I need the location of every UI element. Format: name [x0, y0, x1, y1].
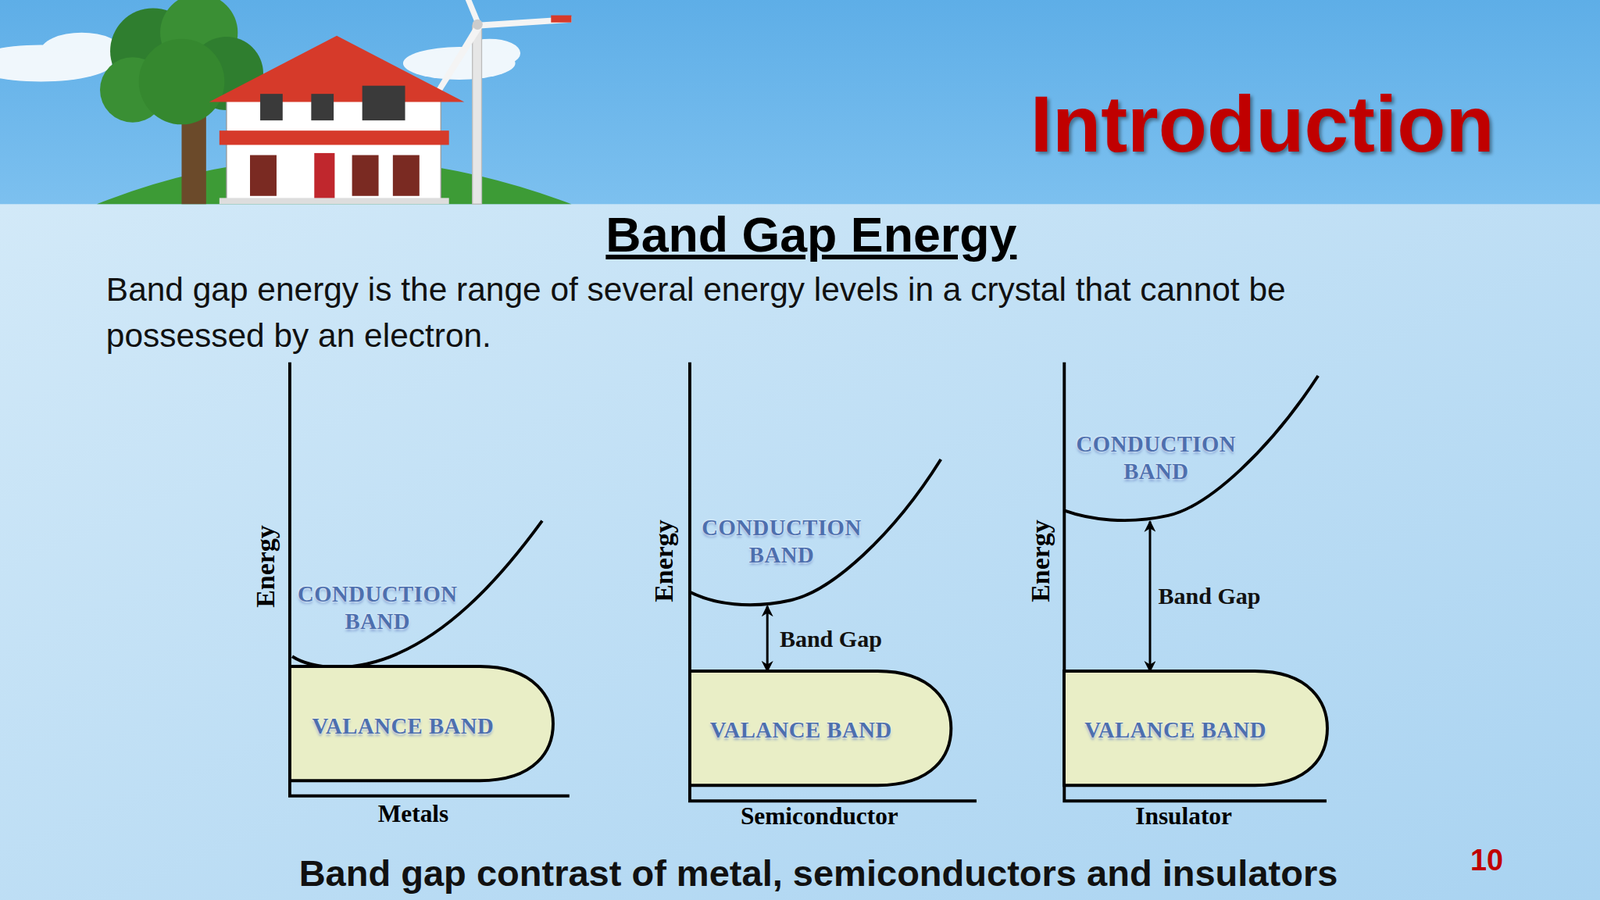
valence-band: VALANCE BAND: [289, 666, 554, 781]
slide-title: Introduction: [1030, 78, 1495, 171]
band-gap-arrow: [1148, 521, 1151, 672]
definition-text: Band gap energy is the range of several …: [106, 267, 1433, 360]
panel-name: Semiconductor: [740, 802, 899, 831]
conduction-band: CONDUCTION BAND: [689, 459, 943, 607]
band-label: VALANCE BAND: [678, 716, 924, 743]
axis-label: Energy: [1025, 520, 1056, 604]
band-label: VALANCE BAND: [1053, 716, 1298, 743]
band-label: CONDUCTION BAND: [290, 580, 465, 635]
section-heading: Band Gap Energy: [605, 206, 1017, 263]
valence-band: VALANCE BAND: [689, 671, 951, 786]
valence-band: VALANCE BAND: [1064, 671, 1328, 786]
band-curve-line: [689, 459, 941, 605]
panel-name: Insulator: [1135, 802, 1233, 831]
band-curve-line: [1064, 375, 1318, 521]
panel-name: Metals: [378, 800, 449, 829]
header-band: [0, 0, 1600, 204]
conduction-band: CONDUCTION BAND: [292, 515, 548, 667]
page-number: 10: [1470, 843, 1504, 878]
axis-label: Energy: [649, 520, 679, 604]
axis-label: Energy: [250, 525, 281, 608]
band-label: CONDUCTION BAND: [694, 514, 868, 568]
edge-label: Band Gap: [1157, 582, 1261, 610]
house: [209, 35, 465, 205]
band-gap-arrow: [766, 606, 769, 672]
band-label: CONDUCTION BAND: [1069, 430, 1243, 485]
band-label: VALANCE BAND: [280, 711, 525, 739]
edge-label: Band Gap: [779, 625, 883, 653]
figure-caption: Band gap contrast of metal, semiconducto…: [299, 850, 1339, 894]
conduction-band: CONDUCTION BAND: [1064, 375, 1320, 522]
body-background: [0, 203, 1600, 900]
